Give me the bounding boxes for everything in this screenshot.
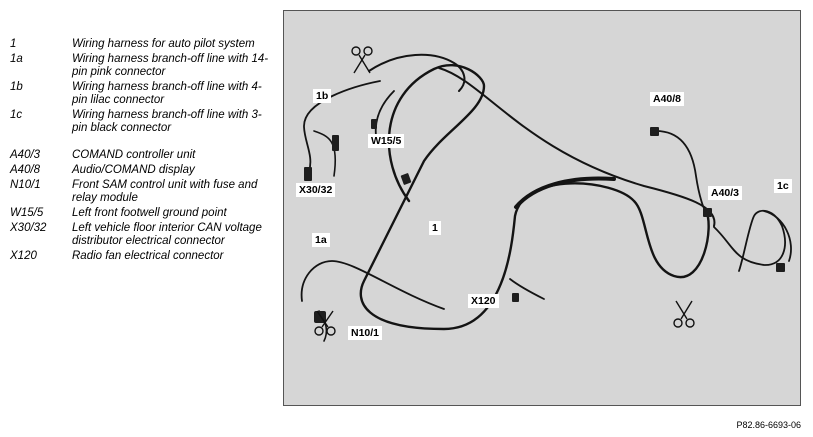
legend-row-x30-32: X30/32 Left vehicle floor interior CAN v… — [10, 222, 272, 248]
connector-w15-5 — [371, 119, 377, 129]
legend-code: 1c — [10, 109, 23, 121]
callout-1a: 1a — [312, 233, 330, 247]
legend-text: COMAND controller unit — [72, 149, 196, 161]
scissors-icon — [673, 300, 695, 328]
callout-1c: 1c — [774, 179, 792, 193]
legend-text: Left front footwell ground point — [72, 207, 227, 219]
connector-x120 — [512, 293, 519, 302]
branch-w15-5 — [374, 90, 395, 137]
connector-a40-8 — [650, 127, 659, 136]
branch-x120 — [509, 278, 545, 300]
legend-code: X30/32 — [10, 222, 47, 234]
branch-1b-lower — [313, 130, 336, 177]
callout-1: 1 — [429, 221, 441, 235]
connector-1b — [332, 135, 339, 151]
branch-a40-3 — [713, 209, 786, 272]
legend-row-n10-1: N10/1 Front SAM control unit with fuse a… — [10, 179, 272, 205]
branch-1b — [303, 80, 381, 172]
legend-code: A40/3 — [10, 149, 41, 161]
callout-x120: X120 — [468, 294, 499, 308]
legend-code: 1a — [10, 53, 23, 65]
figure-reference: P82.86-6693-06 — [736, 420, 801, 430]
callout-x30-32: X30/32 — [296, 183, 336, 197]
legend-code: X120 — [10, 250, 37, 262]
harness-drawing — [300, 46, 792, 342]
legend-text: Front SAM control unit with fuse and rel… — [72, 179, 258, 204]
legend-row-a40-8: A40/8 Audio/COMAND display — [10, 164, 272, 177]
legend-row-1a: 1a Wiring harness branch-off line with 1… — [10, 53, 272, 79]
callout-a40-3: A40/3 — [708, 186, 743, 200]
legend-row-1c: 1c Wiring harness branch-off line with 3… — [10, 109, 272, 135]
legend-text: Radio fan electrical connector — [72, 250, 224, 262]
scissors-icon — [351, 46, 373, 74]
branch-1c — [763, 210, 792, 262]
legend-row-w15-5: W15/5 Left front footwell ground point — [10, 207, 272, 220]
legend-code: N10/1 — [10, 179, 41, 191]
callout-n10-1: N10/1 — [348, 326, 383, 340]
main-harness-1-bundle — [514, 176, 616, 209]
legend: 1 Wiring harness for auto pilot system 1… — [10, 38, 272, 265]
callout-a40-8: A40/8 — [650, 92, 685, 106]
branch-a40-8 — [655, 130, 707, 212]
scissors-icon — [314, 310, 336, 336]
legend-text: Wiring harness branch-off line with 4-pi… — [72, 81, 262, 106]
legend-code: 1b — [10, 81, 23, 93]
legend-text: Wiring harness for auto pilot system — [72, 38, 255, 50]
legend-row-x120: X120 Radio fan electrical connector — [10, 250, 272, 263]
legend-code: A40/8 — [10, 164, 41, 176]
connectors — [304, 119, 785, 323]
connector-1 — [400, 173, 412, 185]
connector-x30-32 — [304, 167, 312, 181]
legend-row-a40-3: A40/3 COMAND controller unit — [10, 149, 272, 162]
connector-a40-3 — [703, 208, 712, 217]
legend-row-1b: 1b Wiring harness branch-off line with 4… — [10, 81, 272, 107]
callout-1b: 1b — [313, 89, 332, 103]
legend-text: Audio/COMAND display — [72, 164, 195, 176]
legend-text: Wiring harness branch-off line with 14-p… — [72, 53, 269, 78]
legend-code: 1 — [10, 38, 17, 50]
legend-row-1: 1 Wiring harness for auto pilot system — [10, 38, 272, 51]
legend-text: Left vehicle floor interior CAN voltage … — [72, 222, 262, 247]
callout-w15-5: W15/5 — [368, 134, 405, 148]
branch-1a — [300, 260, 445, 310]
harness-figure: 1b W15/5 X30/32 1 1a N10/1 X120 A40/8 A4… — [283, 10, 801, 406]
legend-code: W15/5 — [10, 207, 44, 219]
connector-1c — [776, 263, 785, 272]
main-harness-1 — [359, 63, 710, 331]
legend-text: Wiring harness branch-off line with 3-pi… — [72, 109, 262, 134]
